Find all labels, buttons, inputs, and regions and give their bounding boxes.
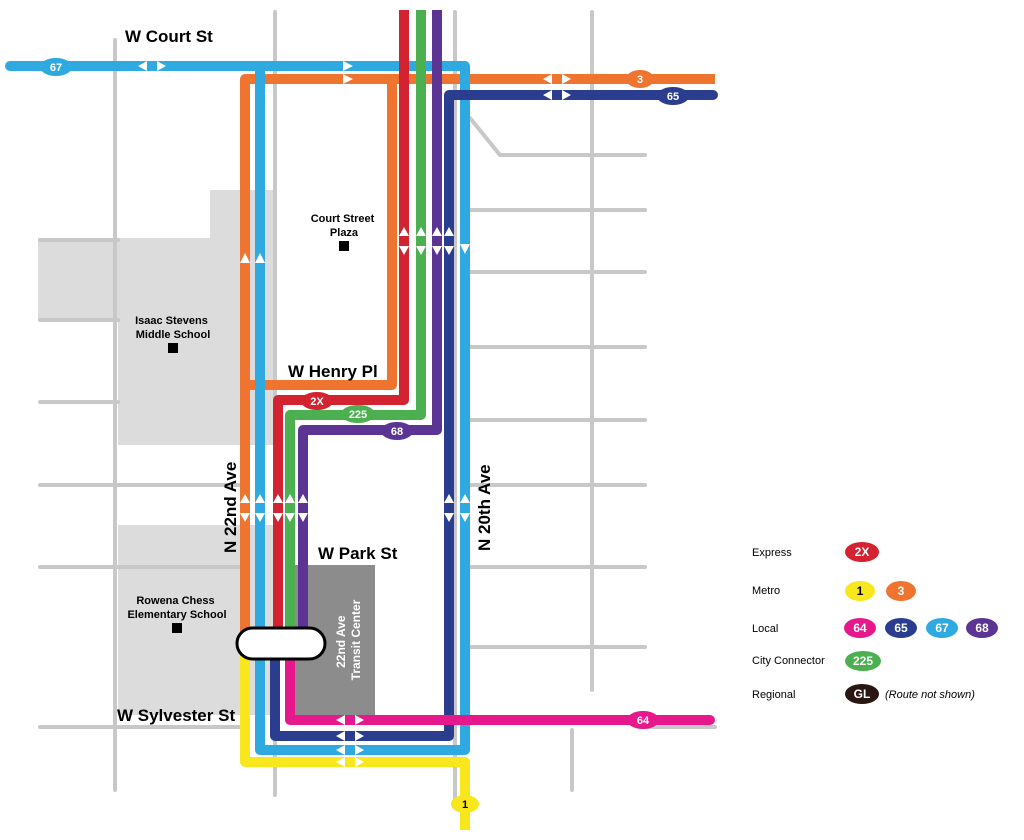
legend: Express 2X Metro 1 3 Local 64 65 67 68 C… (752, 542, 998, 704)
route-65-badge[interactable]: 65 (657, 87, 689, 105)
svg-text:64: 64 (637, 715, 650, 727)
place-label-isaac-stevens: Isaac Stevens Middle School (135, 315, 211, 341)
double-headed-arrow-icon (543, 90, 571, 100)
double-headed-arrow-icon (240, 494, 250, 522)
place-labels: Court Street Plaza Isaac Stevens Middle … (127, 213, 378, 680)
legend-regional-note: (Route not shown) (885, 689, 975, 701)
svg-text:65: 65 (667, 91, 679, 103)
double-headed-arrow-icon (336, 757, 364, 767)
double-headed-arrow-icon (343, 61, 353, 71)
svg-text:225: 225 (349, 409, 367, 421)
route-badges: 67 3 65 2X 225 68 64 1 (40, 58, 689, 813)
route-64-badge[interactable]: 64 (627, 711, 659, 729)
double-headed-arrow-icon (343, 74, 353, 84)
legend-route-67[interactable]: 67 (926, 618, 958, 638)
route-225-badge[interactable]: 225 (341, 405, 375, 423)
street-label-w-henry: W Henry Pl (288, 362, 378, 381)
route-3-line[interactable] (240, 74, 715, 640)
legend-express-label: Express (752, 547, 792, 559)
double-headed-arrow-icon (255, 253, 265, 263)
svg-text:GL: GL (854, 687, 871, 701)
street-label-w-sylvester: W Sylvester St (117, 706, 235, 725)
route-64-line[interactable] (285, 635, 715, 725)
street-label-n-20th: N 20th Ave (475, 464, 494, 551)
legend-route-2X[interactable]: 2X (845, 542, 879, 562)
svg-text:68: 68 (391, 426, 403, 438)
double-headed-arrow-icon (138, 61, 166, 71)
legend-local-label: Local (752, 623, 778, 635)
legend-route-1[interactable]: 1 (845, 581, 875, 601)
legend-route-68[interactable]: 68 (966, 618, 998, 638)
legend-route-65[interactable]: 65 (885, 618, 917, 638)
legend-city-connector-label: City Connector (752, 655, 825, 667)
double-headed-arrow-icon (460, 244, 470, 254)
double-headed-arrow-icon (255, 494, 265, 522)
square-marker-icon (172, 623, 182, 633)
legend-regional-label: Regional (752, 689, 795, 701)
street-label-n-22nd: N 22nd Ave (221, 462, 240, 553)
svg-text:68: 68 (975, 621, 989, 635)
double-headed-arrow-icon (273, 494, 283, 522)
square-marker-icon (168, 343, 178, 353)
double-headed-arrow-icon (336, 745, 364, 755)
place-label-rowena-chess: Rowena Chess Elementary School (127, 595, 226, 621)
double-headed-arrow-icon (298, 494, 308, 522)
svg-text:2X: 2X (310, 396, 324, 408)
svg-text:1: 1 (462, 799, 468, 811)
double-headed-arrow-icon (416, 227, 426, 255)
route-1-badge[interactable]: 1 (451, 795, 479, 813)
legend-route-3[interactable]: 3 (886, 581, 916, 601)
double-headed-arrow-icon (444, 494, 454, 522)
double-headed-arrow-icon (336, 715, 364, 725)
route-65-line[interactable] (270, 90, 718, 741)
double-headed-arrow-icon (240, 253, 250, 263)
double-headed-arrow-icon (336, 731, 364, 741)
svg-text:3: 3 (637, 74, 643, 86)
double-headed-arrow-icon (444, 227, 454, 255)
double-headed-arrow-icon (399, 227, 409, 255)
legend-route-225[interactable]: 225 (845, 651, 881, 671)
isaac-stevens-area (38, 190, 275, 445)
route-67-badge[interactable]: 67 (40, 58, 72, 76)
double-headed-arrow-icon (460, 494, 470, 522)
double-headed-arrow-icon (285, 494, 295, 522)
street-label-w-park: W Park St (318, 544, 398, 563)
route-68-line[interactable] (298, 10, 442, 640)
svg-text:67: 67 (935, 621, 949, 635)
route-3-badge[interactable]: 3 (626, 70, 654, 88)
double-headed-arrow-icon (432, 227, 442, 255)
place-label-court-street-plaza: Court Street Plaza (311, 213, 378, 239)
street-labels: W Court St W Henry Pl W Park St W Sylves… (117, 27, 494, 725)
svg-text:225: 225 (853, 654, 873, 668)
svg-text:2X: 2X (855, 545, 870, 559)
legend-route-GL[interactable]: GL (845, 684, 879, 704)
legend-metro-label: Metro (752, 585, 780, 597)
route-2X-badge[interactable]: 2X (301, 392, 333, 410)
place-label-transit-center: 22nd Ave Transit Center (334, 599, 363, 680)
svg-text:1: 1 (857, 584, 864, 598)
transit-center-stop[interactable] (235, 626, 327, 661)
direction-arrows (138, 61, 571, 767)
double-headed-arrow-icon (543, 74, 571, 84)
route-68-badge[interactable]: 68 (381, 422, 413, 440)
svg-text:65: 65 (894, 621, 908, 635)
svg-text:3: 3 (898, 584, 905, 598)
svg-text:67: 67 (50, 62, 62, 74)
svg-text:64: 64 (853, 621, 867, 635)
street-label-w-court: W Court St (125, 27, 213, 46)
square-marker-icon (339, 241, 349, 251)
legend-route-64[interactable]: 64 (844, 618, 876, 638)
